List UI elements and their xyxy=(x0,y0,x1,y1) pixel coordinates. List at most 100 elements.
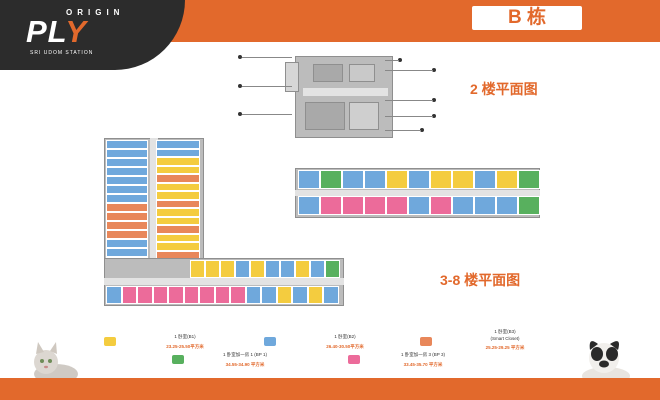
unit-cell xyxy=(106,185,148,194)
callout-dot xyxy=(432,98,436,102)
callout-dot xyxy=(432,114,436,118)
legend-label-b2: 1 卧室(B2) xyxy=(334,334,356,339)
logo-origin-text: ORIGIN xyxy=(66,8,125,17)
unit-cell xyxy=(106,286,122,304)
callout-dot xyxy=(238,112,242,116)
unit-cell xyxy=(320,170,342,189)
legend-swatch-b3 xyxy=(420,337,432,346)
unit-cell xyxy=(430,196,452,215)
unit-cell xyxy=(245,286,261,304)
footer-bar xyxy=(0,378,660,400)
unit-cell xyxy=(452,196,474,215)
callout-line xyxy=(385,70,433,71)
logo-station-text: SRI UDOM STATION xyxy=(30,50,94,56)
unit-cell xyxy=(386,196,408,215)
unit-cell xyxy=(152,286,168,304)
unit-cell xyxy=(408,170,430,189)
unit-cell xyxy=(364,170,386,189)
legend-swatch-b1 xyxy=(104,337,116,346)
unit-cell xyxy=(106,248,148,257)
legend-area-bp1: 34.55-34.90 平方米 xyxy=(225,362,265,367)
unit-cell xyxy=(364,196,386,215)
callout-line xyxy=(242,114,292,115)
legend-label-bp3: 1 卧室加一房 3 (BP 3) xyxy=(401,352,445,357)
unit-cell xyxy=(474,196,496,215)
unit-cell xyxy=(156,208,200,217)
dog-illustration xyxy=(582,341,630,384)
unit-cell xyxy=(156,165,200,174)
legend-label-b1: 1 卧室(B1) xyxy=(174,334,196,339)
unit-cell xyxy=(235,260,250,278)
unit-cell xyxy=(156,242,200,251)
building-title: B 栋 xyxy=(472,6,582,30)
unit-cell xyxy=(310,260,325,278)
unit-cell xyxy=(156,140,200,149)
unit-cell xyxy=(325,260,340,278)
unit-cell xyxy=(106,158,148,167)
legend-area-bp3: 33.45-35.70 平方米 xyxy=(403,362,443,367)
unit-cell xyxy=(106,203,148,212)
unit-cell xyxy=(156,191,200,200)
unit-cell xyxy=(156,233,200,242)
unit-cell xyxy=(295,260,310,278)
callout-line xyxy=(242,57,292,58)
floor-2-label: 2 楼平面图 xyxy=(470,81,538,97)
unit-cell xyxy=(298,170,320,189)
unit-cell xyxy=(156,157,200,166)
unit-cell xyxy=(106,149,148,158)
unit-cell xyxy=(156,216,200,225)
unit-cell xyxy=(292,286,308,304)
unit-cell xyxy=(156,182,200,191)
legend-area-b2: 26.40-30.50平方米 xyxy=(326,344,364,349)
unit-cell xyxy=(220,260,235,278)
callout-line xyxy=(385,130,421,131)
unit-cell xyxy=(137,286,153,304)
callout-line xyxy=(385,100,433,101)
unit-cell xyxy=(156,199,200,208)
unit-cell xyxy=(106,194,148,203)
floor-3-8-label: 3-8 楼平面图 xyxy=(440,272,521,288)
unit-cell xyxy=(261,286,277,304)
unit-cell xyxy=(342,170,364,189)
callout-dot xyxy=(238,55,242,59)
legend-swatch-bp1 xyxy=(172,355,184,364)
unit-cell xyxy=(430,170,452,189)
callout-dot xyxy=(420,128,424,132)
unit-cell xyxy=(183,286,199,304)
unit-cell xyxy=(106,167,148,176)
unit-cell xyxy=(106,176,148,185)
unit-cell xyxy=(156,148,200,157)
unit-cell xyxy=(205,260,220,278)
unit-cell xyxy=(496,196,518,215)
legend-swatch-bp3 xyxy=(348,355,360,364)
unit-cell xyxy=(323,286,339,304)
legend-area-b1: 23.25-25.50平方米 xyxy=(166,344,204,349)
unit-cell xyxy=(106,239,148,248)
unit-cell xyxy=(106,221,148,230)
legend-area-b3: 25.25-29.25 平方米 xyxy=(485,345,525,350)
unit-cell xyxy=(265,260,280,278)
callout-dot xyxy=(238,84,242,88)
legend-label-bp1: 1 卧室加一房 1 (BP 1) xyxy=(223,352,267,357)
unit-cell xyxy=(320,196,342,215)
unit-cell xyxy=(280,260,295,278)
unit-cell xyxy=(298,196,320,215)
callout-line xyxy=(385,60,399,61)
unit-cell xyxy=(199,286,215,304)
unit-cell xyxy=(168,286,184,304)
unit-cell xyxy=(106,140,148,149)
unit-cell xyxy=(156,174,200,183)
unit-cell xyxy=(452,170,474,189)
unit-cell xyxy=(518,170,540,189)
unit-cell xyxy=(121,286,137,304)
callout-line xyxy=(385,116,433,117)
legend-label-b3: 1 卧室(B3) xyxy=(494,329,516,334)
callout-line xyxy=(242,86,292,87)
legend-label-b3-sub: (Smart Closet) xyxy=(490,336,520,341)
unit-cell xyxy=(230,286,246,304)
unit-cell xyxy=(307,286,323,304)
unit-cell xyxy=(386,170,408,189)
unit-cell xyxy=(342,196,364,215)
unit-cell xyxy=(518,196,540,215)
unit-cell xyxy=(496,170,518,189)
